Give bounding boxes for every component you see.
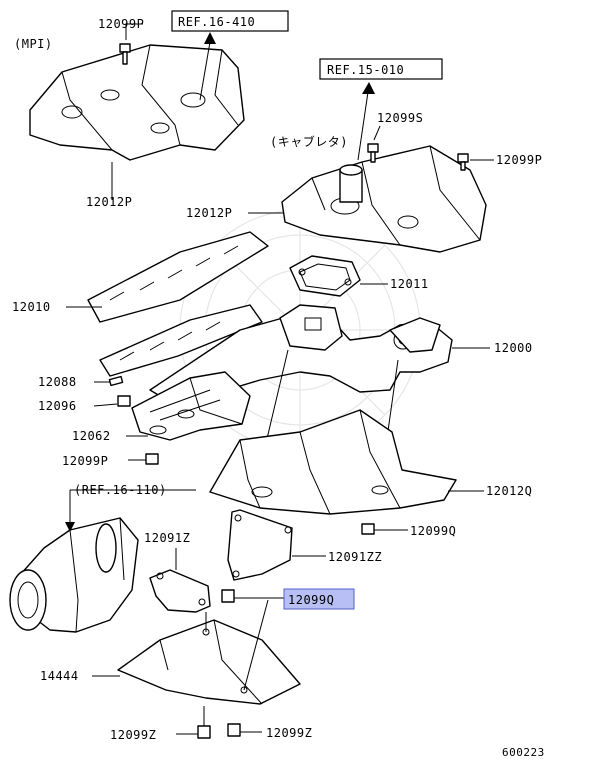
bolt-12099z-left[interactable] <box>197 725 211 739</box>
label-12096[interactable]: 12096 <box>38 399 77 413</box>
starter-motor[interactable] <box>9 517 139 633</box>
diagram-id: 600223 <box>502 746 545 759</box>
bolt-12099p-right[interactable] <box>457 153 469 171</box>
ref-arrow-head-icon-2 <box>362 82 375 94</box>
label-12099z-right[interactable]: 12099Z <box>266 726 312 740</box>
ref-arrow-shaft <box>199 41 211 101</box>
heat-shield-12012q[interactable] <box>209 409 457 515</box>
gasket-12011[interactable] <box>289 255 361 297</box>
label-12012p-carb[interactable]: 12012P <box>186 206 232 220</box>
label-12099q-highlighted[interactable]: 12099Q <box>288 593 334 607</box>
label-carb: (キャブレタ) <box>270 134 348 149</box>
label-12062[interactable]: 12062 <box>72 429 111 443</box>
label-14444[interactable]: 14444 <box>40 669 79 683</box>
label-12099p-top-left[interactable]: 12099P <box>98 17 144 31</box>
stud-12088[interactable] <box>108 375 124 387</box>
bracket-12091zz[interactable] <box>227 509 293 581</box>
label-12091zz[interactable]: 12091ZZ <box>328 550 382 564</box>
label-12099q[interactable]: 12099Q <box>410 524 456 538</box>
label-12099s[interactable]: 12099S <box>377 111 423 125</box>
label-ref-15-010[interactable]: REF.15-010 <box>327 63 404 77</box>
heat-shield-mpi[interactable] <box>29 44 245 161</box>
ref-arrow-shaft-2 <box>357 91 369 161</box>
ref-arrow-head-icon <box>204 32 216 44</box>
carb-spacer-tube <box>339 164 363 203</box>
label-12088[interactable]: 12088 <box>38 375 77 389</box>
heat-shield-14444[interactable] <box>117 619 301 705</box>
label-ref-16-110[interactable]: (REF.16-110) <box>74 483 167 497</box>
manifold-gasket-12010[interactable] <box>87 231 269 377</box>
label-12099z-left[interactable]: 12099Z <box>110 728 156 742</box>
bolt-12099q-highlighted[interactable] <box>221 589 235 603</box>
ref-bracket-line <box>69 489 196 510</box>
label-12012q[interactable]: 12012Q <box>486 484 532 498</box>
heat-shield-12062[interactable] <box>131 371 251 441</box>
label-12091z[interactable]: 12091Z <box>144 531 190 545</box>
label-12099p-lower[interactable]: 12099P <box>62 454 108 468</box>
bolt-12099s[interactable] <box>367 143 379 163</box>
label-ref-16-410[interactable]: REF.16-410 <box>178 15 255 29</box>
bolt-12099p-top-left[interactable] <box>119 43 131 65</box>
label-12011[interactable]: 12011 <box>390 277 429 291</box>
highlight-box <box>283 588 355 610</box>
bolt-12099p-lower[interactable] <box>145 453 159 465</box>
bracket-12091z[interactable] <box>149 569 211 613</box>
ref-16-410-box[interactable] <box>171 10 289 32</box>
bolt-12099q-right[interactable] <box>361 523 375 535</box>
label-12010[interactable]: 12010 <box>12 300 51 314</box>
label-mpi: (MPI) <box>14 37 53 51</box>
nut-12096[interactable] <box>117 395 131 407</box>
label-12012p-mpi[interactable]: 12012P <box>86 195 132 209</box>
bolt-12099z-right[interactable] <box>227 723 241 737</box>
label-12000[interactable]: 12000 <box>494 341 533 355</box>
ref-15-010-box[interactable] <box>319 58 443 80</box>
label-12099p-right[interactable]: 12099P <box>496 153 542 167</box>
